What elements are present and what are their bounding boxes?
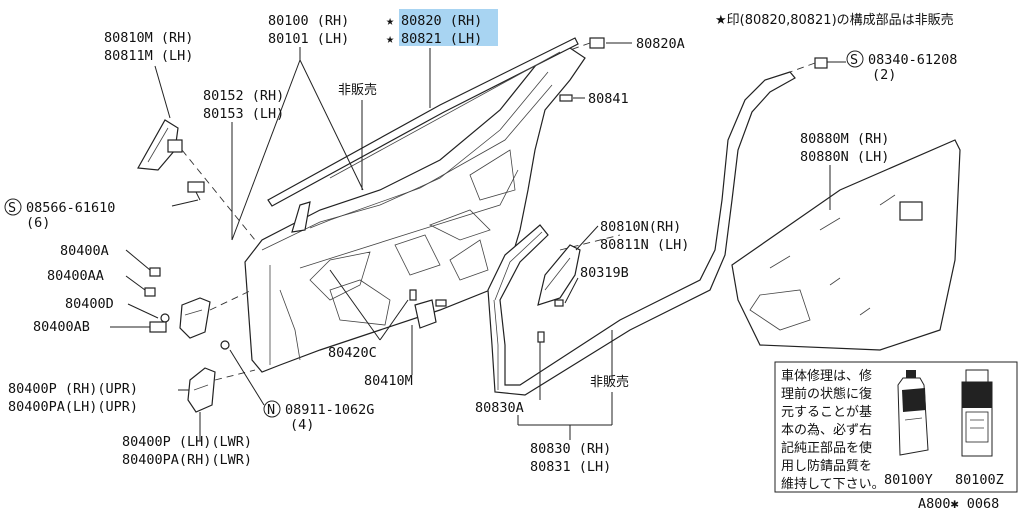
- label-80400aa: 80400AA: [47, 268, 104, 284]
- highlight-80820: [399, 9, 498, 46]
- label-80830a: 80830A: [475, 400, 524, 416]
- label-80880n: 80880N (LH): [800, 149, 889, 165]
- label-08566-qty: (6): [26, 215, 50, 231]
- s-symbol-icon: [4, 198, 22, 216]
- clip-80319b: [554, 299, 564, 307]
- label-80821: 80821 (LH): [401, 31, 482, 47]
- label-80400pa-upr: 80400PA(LH)(UPR): [8, 399, 138, 415]
- label-80400ab: 80400AB: [33, 319, 90, 335]
- door-trim-panel: [731, 139, 961, 351]
- note-line-1: 車体修理は、修: [781, 369, 872, 384]
- label-hibaibai-1: 非販売: [338, 82, 377, 98]
- label-80100z: 80100Z: [955, 472, 1004, 488]
- label-08911: 08911-1062G: [285, 402, 374, 418]
- note-line-4: 本の為、必ず右: [781, 422, 872, 438]
- n-symbol-icon: [263, 400, 281, 418]
- label-hibaibai-2: 非販売: [590, 374, 629, 390]
- label-80400pa-lwr: 80400PA(RH)(LWR): [122, 452, 252, 468]
- weatherstrip-part: [291, 84, 553, 233]
- n-symbol-letter: N: [267, 402, 275, 418]
- note-line-2: 理前の状態に復: [781, 386, 872, 402]
- label-80820: 80820 (RH): [401, 13, 482, 29]
- header-note: ★印(80820,80821)の構成部品は非販売: [715, 12, 954, 28]
- label-80400a: 80400A: [60, 243, 109, 259]
- label-80820a: 80820A: [636, 36, 685, 52]
- label-80101: 80101 (LH): [268, 31, 349, 47]
- star-2: ★: [386, 31, 394, 47]
- clip-80830a: [537, 331, 545, 343]
- label-08566: 08566-61610: [26, 200, 115, 216]
- label-80420c: 80420C: [328, 345, 377, 361]
- label-08911-qty: (4): [290, 417, 314, 433]
- note-line-7: 維持して下さい。: [781, 477, 885, 492]
- footer-code: A800✱ 0068: [918, 496, 999, 512]
- label-80152: 80152 (RH): [203, 88, 284, 104]
- note-line-6: 用し防錆品質を: [781, 458, 872, 474]
- door-seal-part: [487, 71, 796, 396]
- label-08340-qty: (2): [872, 67, 896, 83]
- label-80100y: 80100Y: [884, 472, 933, 488]
- s-symbol-letter: S: [8, 200, 16, 216]
- label-80100: 80100 (RH): [268, 13, 349, 29]
- label-80410m: 80410M: [364, 373, 413, 389]
- hinge-lower: [187, 340, 230, 413]
- note-line-5: 記純正部品を使: [781, 440, 872, 456]
- label-80841: 80841: [588, 91, 629, 107]
- label-80810n: 80810N(RH): [600, 219, 681, 235]
- label-08340: 08340-61208: [868, 52, 957, 68]
- label-80319b: 80319B: [580, 265, 629, 281]
- hinge-upper: [144, 267, 211, 339]
- spray-can-icon: [961, 369, 993, 457]
- screw-part: [187, 181, 205, 201]
- label-80880m: 80880M (RH): [800, 131, 889, 147]
- label-80400p-upr: 80400P (RH)(UPR): [8, 381, 138, 397]
- clip-80841: [559, 94, 573, 102]
- mirror-part: [137, 119, 183, 171]
- sealant-tube-icon: [897, 370, 929, 456]
- label-80830: 80830 (RH): [530, 441, 611, 457]
- note-line-3: 元することが基: [781, 405, 872, 420]
- moulding-part: [267, 37, 579, 207]
- s-symbol-letter-2: S: [850, 52, 858, 68]
- star-1: ★: [386, 13, 394, 29]
- lock-striker: [409, 289, 447, 329]
- screw-08340: [789, 57, 828, 73]
- label-80811m: 80811M (LH): [104, 48, 193, 64]
- label-80153: 80153 (LH): [203, 106, 284, 122]
- label-80400d: 80400D: [65, 296, 114, 312]
- label-80831: 80831 (LH): [530, 459, 611, 475]
- label-80810m: 80810M (RH): [104, 30, 193, 46]
- door-shell: [244, 47, 586, 373]
- label-80811n: 80811N (LH): [600, 237, 689, 253]
- trim-piece-80810n: [537, 244, 581, 306]
- label-80400p-lwr: 80400P (LH)(LWR): [122, 434, 252, 450]
- clip-80820a: [569, 37, 605, 51]
- s-symbol-icon-2: [846, 50, 864, 68]
